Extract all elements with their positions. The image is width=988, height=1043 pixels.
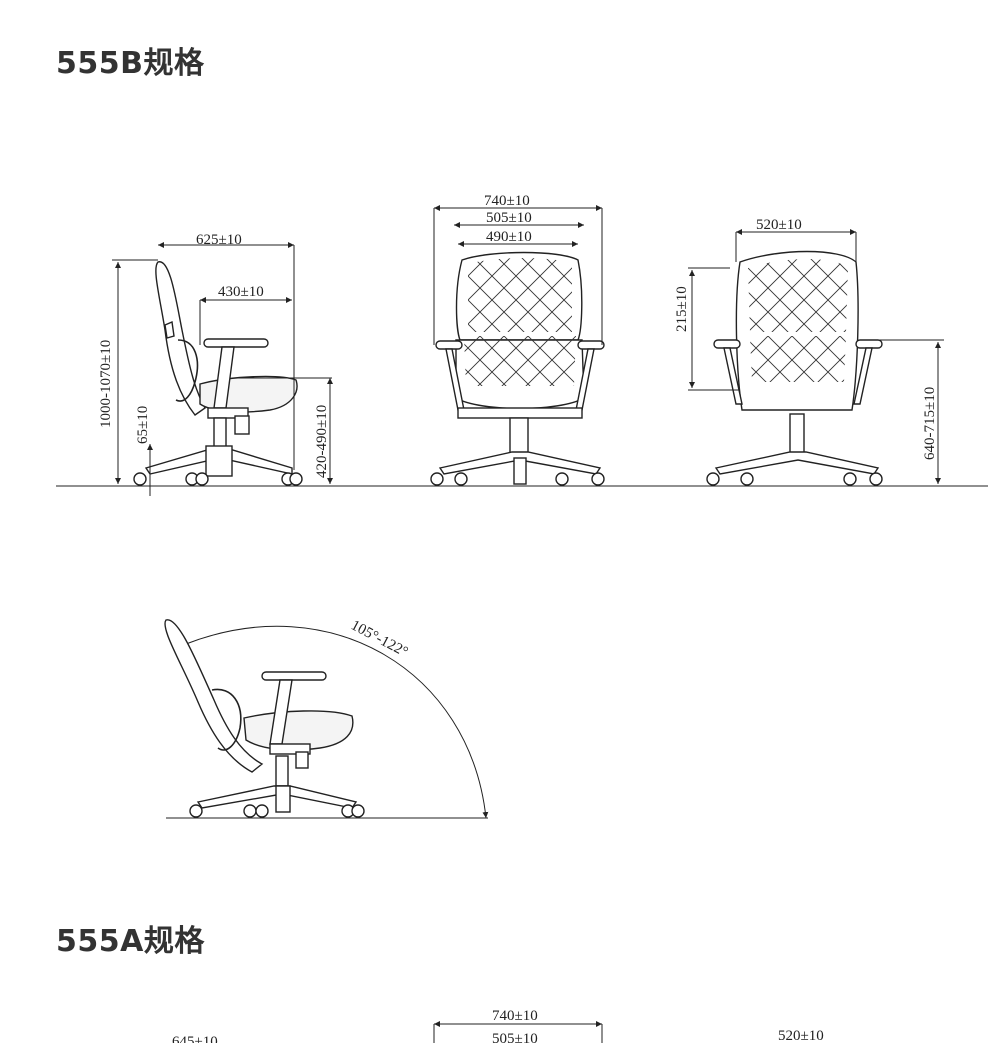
dim-seat-height: 420-490±10 [314,405,330,478]
recline-view-555b [164,619,489,819]
dim-base-height: 65±10 [135,406,151,444]
dim-front-inner: 505±10 [486,210,532,226]
dim-a-back-width: 520±10 [778,1028,824,1043]
dim-back-arm: 215±10 [674,286,690,332]
section-title-555a: 555A规格 [56,924,205,959]
dim-recline-angle: 105°-122° [348,617,410,660]
front-view-555b [430,205,605,486]
dim-side-depth: 625±10 [196,232,242,248]
dim-front-width: 740±10 [484,193,530,209]
dim-a-front-inner: 505±10 [492,1031,538,1043]
dim-back-width: 520±10 [756,217,802,233]
dim-total-height: 1000-1070±10 [98,340,114,428]
dim-back-arm-height: 640-715±10 [922,387,938,460]
dim-a-side-depth: 645±10 [172,1034,218,1043]
dim-arm-depth: 430±10 [218,284,264,300]
dim-front-seat: 490±10 [486,229,532,245]
side-view-555b [112,242,333,496]
dim-a-front-width: 740±10 [492,1008,538,1024]
dims-555a [433,1021,603,1043]
back-view-555b [688,229,944,486]
section-title-555b: 555B规格 [56,46,205,81]
